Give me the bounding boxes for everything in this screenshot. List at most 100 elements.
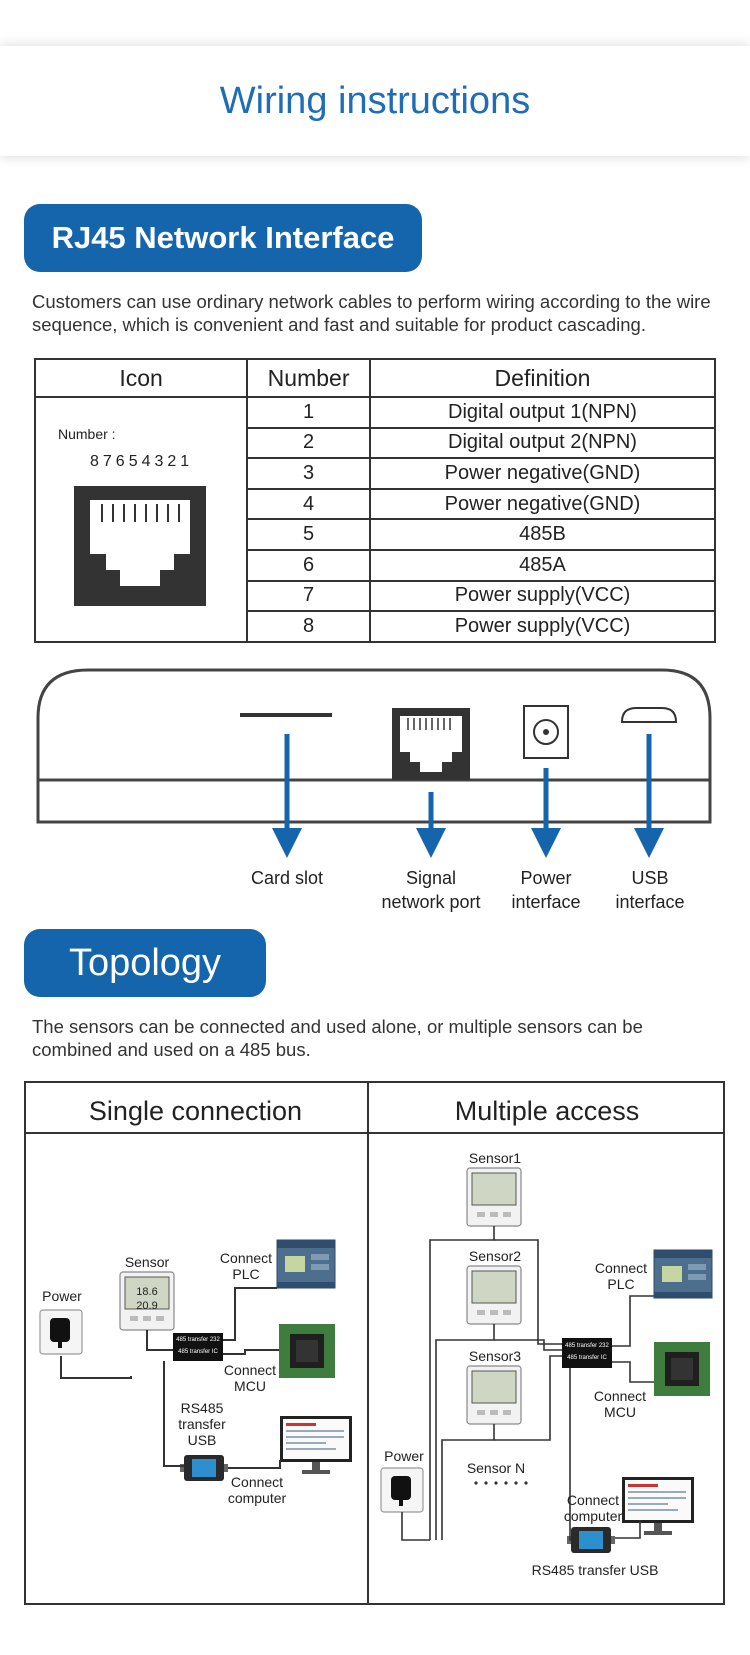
single-power-label: Power — [42, 1288, 82, 1304]
usb-interface-label-1: USB — [631, 868, 669, 888]
usb-port-icon — [620, 707, 678, 723]
multi-plc-label-2: PLC — [607, 1276, 635, 1292]
pin-number-label: Number : — [58, 426, 116, 442]
pin-number: 6 — [246, 548, 371, 582]
pin-number: 2 — [246, 426, 371, 460]
table-row: 2 Digital output 2(NPN) — [35, 426, 717, 460]
single-rs485-label-2: transfer — [178, 1416, 226, 1432]
multi-computer-label-1: Connect — [566, 1492, 620, 1508]
single-connection-title: Single connection — [88, 1096, 303, 1126]
single-mcu-label-1: Connect — [223, 1362, 277, 1378]
pin-definition: Power negative(GND) — [368, 457, 717, 490]
table-header-row: Icon Number Definition — [33, 358, 717, 398]
multi-485-module-icon — [562, 1338, 612, 1368]
sensorN-label: Sensor N — [466, 1460, 526, 1476]
table-row: 4 Power negative(GND) — [35, 487, 717, 521]
device-side-view — [36, 668, 712, 858]
signal-port-label-1: Signal — [405, 868, 457, 888]
signal-port-label-2: network port — [381, 892, 481, 912]
page-title: Wiring instructions — [219, 80, 531, 122]
multi-power-label: Power — [384, 1448, 424, 1464]
column-header-icon: Icon — [33, 358, 249, 398]
table-row: Number : 87654321 1 Digital output 1(NPN… — [33, 396, 717, 643]
multi-plc-label-1: Connect — [594, 1260, 648, 1276]
multi-module-label-2: 485 transfer IC — [567, 1355, 607, 1361]
pin-number: 1 — [246, 396, 371, 429]
topology-header-divider — [24, 1132, 725, 1134]
pin-definition: 485B — [368, 518, 717, 551]
column-header-definition: Definition — [368, 358, 717, 398]
multi-mcu-label-1: Connect — [593, 1388, 647, 1404]
sensor1-label: Sensor1 — [468, 1150, 522, 1166]
multiple-access-title: Multiple access — [454, 1096, 640, 1126]
single-rs485-label-3: USB — [187, 1432, 217, 1448]
single-mcu-label-2: MCU — [234, 1378, 266, 1394]
power-jack-icon — [523, 705, 569, 759]
topology-section-badge: Topology — [24, 929, 266, 997]
topology-frame — [24, 1081, 725, 1605]
multi-power-socket-icon — [380, 1467, 424, 1513]
lcd-reading-top: 18.6 — [136, 1286, 158, 1298]
multi-mcu-icon — [654, 1342, 710, 1396]
module-label-1: 485 transfer 232 — [176, 1337, 220, 1343]
usb-interface-label-2: interface — [615, 892, 685, 912]
table-row: 7 Power supply(VCC) — [35, 579, 717, 613]
sensor1-icon — [466, 1167, 522, 1227]
mcu-icon — [279, 1324, 335, 1378]
power-socket-icon — [39, 1309, 83, 1355]
multiple-access-diagram — [380, 1167, 713, 1553]
multi-computer-label-2: computer — [563, 1508, 623, 1524]
table-row: 6 485A — [35, 548, 717, 582]
single-plc-label-2: PLC — [232, 1266, 260, 1282]
rj45-section-badge: RJ45 Network Interface — [24, 204, 422, 272]
single-connection-diagram — [39, 1239, 352, 1481]
multi-plc-icon — [653, 1249, 713, 1299]
single-rs485-label-1: RS485 — [180, 1400, 224, 1416]
pin-number: 7 — [246, 579, 371, 613]
module-label-2: 485 transfer IC — [178, 1349, 218, 1355]
header-band: Wiring instructions — [0, 46, 750, 156]
multi-computer-icon — [622, 1477, 694, 1535]
pin-number: 4 — [246, 487, 371, 521]
485-module-icon — [173, 1333, 223, 1361]
single-computer-label-2: computer — [227, 1490, 287, 1506]
sensor2-label: Sensor2 — [468, 1248, 522, 1264]
single-computer-label-1: Connect — [230, 1474, 284, 1490]
table-row: 5 485B — [35, 518, 717, 551]
pin-definition: Power negative(GND) — [368, 487, 717, 521]
card-slot-label: Card slot — [250, 868, 324, 888]
plc-icon — [276, 1239, 336, 1289]
table-row: 8 Power supply(VCC) — [35, 610, 717, 643]
column-header-number: Number — [246, 358, 371, 398]
network-port-icon — [392, 708, 470, 780]
multi-rs485-label: RS485 transfer USB — [531, 1562, 659, 1578]
pin-number: 5 — [246, 518, 371, 551]
single-plc-label-1: Connect — [219, 1250, 273, 1266]
power-interface-label-2: interface — [511, 892, 581, 912]
topology-divider — [367, 1081, 369, 1605]
table-row: 3 Power negative(GND) — [35, 457, 717, 490]
multi-mcu-label-2: MCU — [604, 1404, 636, 1420]
pin-definition: Power supply(VCC) — [368, 579, 717, 613]
sensor3-icon — [466, 1365, 522, 1425]
usb-converter-icon — [180, 1455, 228, 1481]
multi-module-label-1: 485 transfer 232 — [565, 1343, 609, 1349]
pin-definition-table: Icon Number Definition Number : 87654321… — [33, 358, 717, 643]
pin-definition: 485A — [368, 548, 717, 582]
rj45-port-icon — [74, 486, 206, 606]
rj45-icon-cell: Number : 87654321 — [33, 396, 249, 643]
pin-number-digits: 87654321 — [90, 453, 194, 470]
pin-number: 3 — [246, 457, 371, 490]
multi-usb-converter-icon — [567, 1527, 615, 1553]
topology-description: The sensors can be connected and used al… — [32, 1016, 643, 1060]
sensor2-icon — [466, 1265, 522, 1325]
pin-number: 8 — [246, 610, 371, 643]
pin-definition: Digital output 1(NPN) — [368, 396, 717, 429]
pin-definition: Digital output 2(NPN) — [368, 426, 717, 460]
computer-icon — [280, 1416, 352, 1474]
lcd-reading-bottom: 20.9 — [136, 1300, 158, 1312]
single-sensor-label: Sensor — [124, 1254, 170, 1270]
power-interface-label-1: Power — [520, 868, 572, 888]
sensor3-label: Sensor3 — [468, 1348, 522, 1364]
